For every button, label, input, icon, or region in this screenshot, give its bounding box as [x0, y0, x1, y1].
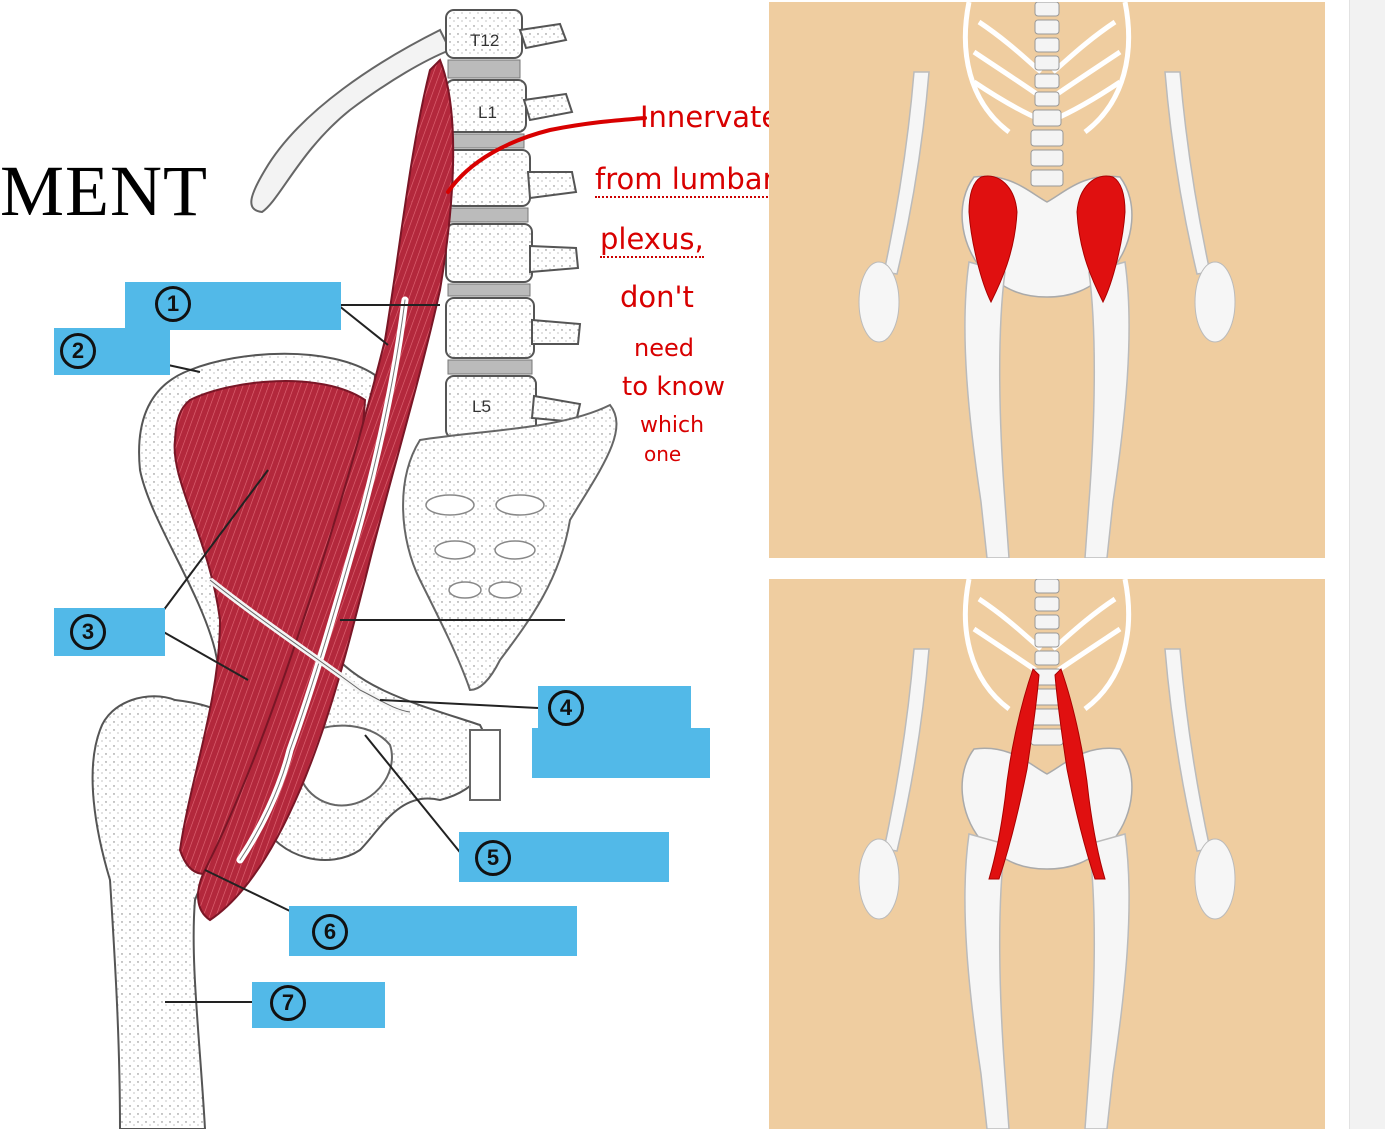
note-line-6: to know: [622, 372, 726, 402]
label-box-4b[interactable]: [532, 728, 710, 778]
annotation-arrow: [446, 116, 647, 194]
twelfth-rib: [250, 28, 452, 214]
canvas: MENT: [0, 2, 1325, 1129]
skeleton-panel-iliacus: [769, 2, 1325, 558]
vertebra-label-t12: T12: [470, 31, 499, 50]
psoas-right: [1054, 668, 1106, 880]
pubic-symphysis: [469, 729, 501, 801]
hip-muscle-illustration: T12 L1 L5: [91, 9, 618, 1129]
note-line-8: one: [644, 442, 682, 466]
note-line-5: need: [634, 334, 694, 362]
vertebra-label-l1: L1: [478, 103, 497, 122]
note-line-4: don't: [620, 280, 694, 314]
iliacus-right: [1076, 175, 1126, 304]
label-number-7: 7: [270, 985, 306, 1021]
label-number-1: 1: [155, 286, 191, 322]
iliacus-left: [968, 175, 1018, 304]
psoas-major-muscle: [197, 58, 455, 922]
label-number-5: 5: [475, 840, 511, 876]
note-line-2: from lumbar: [595, 162, 775, 198]
vertebra-label-l5: L5: [472, 397, 491, 416]
obturator-foramen: [295, 724, 393, 807]
note-line-7: which: [640, 413, 705, 438]
note-line-3: plexus,: [600, 222, 704, 258]
vertebral-column: [445, 9, 582, 439]
spine: [1030, 579, 1064, 746]
vertical-scrollbar[interactable]: [1349, 0, 1385, 1129]
psoas-left: [988, 668, 1040, 880]
slide-title-fragment: MENT: [0, 151, 208, 231]
spine: [1030, 2, 1064, 187]
label-number-3: 3: [70, 614, 106, 650]
label-number-2: 2: [60, 333, 96, 369]
label-number-6: 6: [312, 914, 348, 950]
leader-lines: [159, 304, 565, 1003]
skeleton-panel-psoas: [769, 579, 1325, 1129]
label-number-4: 4: [548, 690, 584, 726]
